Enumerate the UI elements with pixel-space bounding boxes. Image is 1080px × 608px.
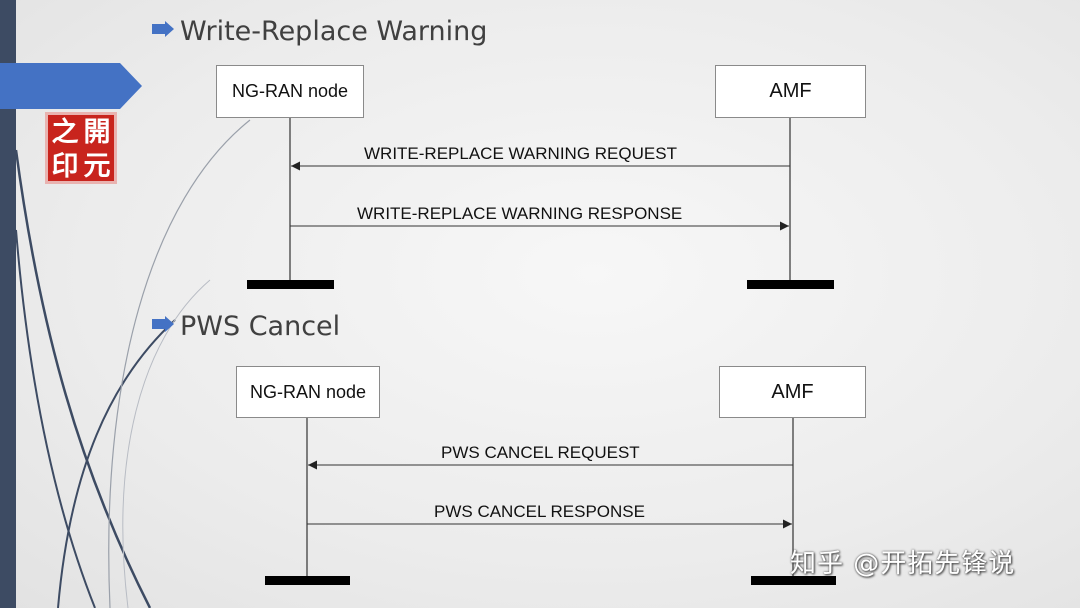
decorative-swirl <box>14 119 251 608</box>
entity-label: AMF <box>769 80 812 102</box>
terminator-amf-1 <box>747 280 834 289</box>
entity-label: NG-RAN node <box>249 381 367 402</box>
message-label: PWS CANCEL RESPONSE <box>434 502 645 521</box>
entity-label: AMF <box>771 380 814 403</box>
entity-box-amf: AMF <box>719 366 866 418</box>
message-label: WRITE-REPLACE WARNING RESPONSE <box>357 204 683 223</box>
section-heading-write-replace: Write-Replace Warning <box>152 16 487 47</box>
message-label: PWS CANCEL REQUEST <box>441 443 640 462</box>
section-heading-pws-cancel: PWS Cancel <box>152 311 340 342</box>
terminator-amf-2 <box>751 576 836 585</box>
entity-label: NG-RAN node <box>231 81 349 101</box>
seal-logo: 之 開 印 元 <box>45 112 117 184</box>
sidebar-stripe <box>0 0 16 608</box>
entity-box-ngran-node: NG-RAN node <box>216 65 364 118</box>
section-tab-arrow <box>0 63 142 109</box>
entity-box-ngran-node: NG-RAN node <box>236 366 380 418</box>
terminator-ngran-1 <box>247 280 334 289</box>
terminator-ngran-2 <box>265 576 350 585</box>
entity-box-amf: AMF <box>715 65 866 118</box>
arrow-bullet-icon <box>152 316 174 332</box>
message-label: WRITE-REPLACE WARNING REQUEST <box>364 144 677 163</box>
watermark: 知乎 @开拓先锋说 <box>790 549 1016 579</box>
arrow-bullet-icon <box>152 21 174 37</box>
